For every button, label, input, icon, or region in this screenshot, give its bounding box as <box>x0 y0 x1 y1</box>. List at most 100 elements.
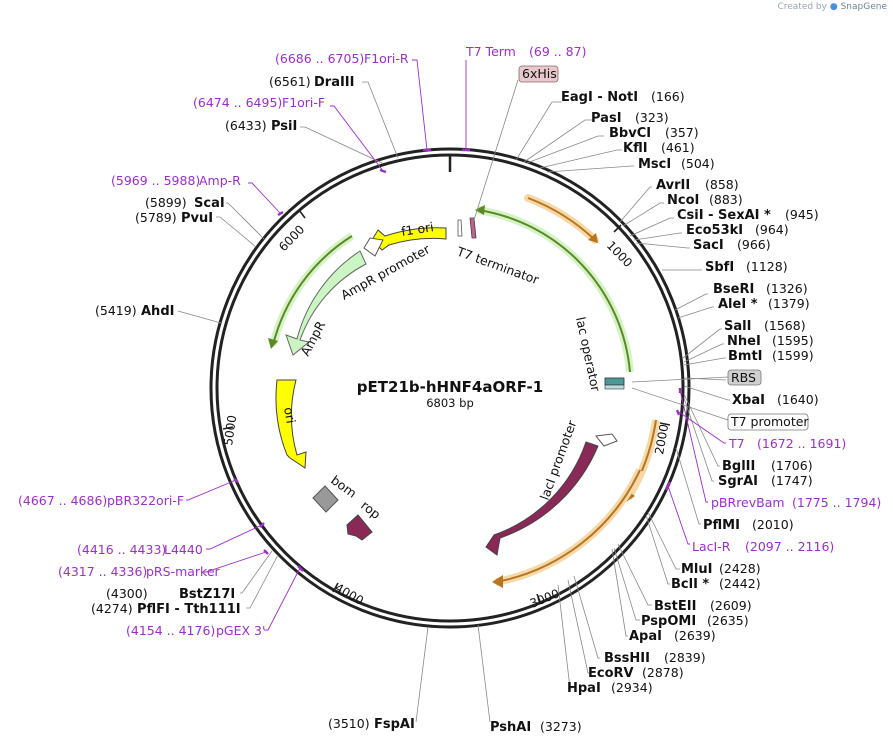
enzyme-pos: (2442) <box>719 576 761 591</box>
enzyme-pos: (6561) <box>269 74 311 89</box>
orf-arc-green-top-head <box>475 205 485 215</box>
enzyme-name: SgrAI <box>718 474 758 489</box>
enzyme-name: BclI * <box>671 577 709 592</box>
t7-terminator-feature <box>469 217 477 239</box>
his-tag-label: 6xHis <box>522 66 557 81</box>
ruler-5000: 5000 <box>221 414 239 446</box>
enzyme-name: BmtI <box>728 349 763 364</box>
ori-label: ori <box>281 406 299 425</box>
enzyme-name: PflFI - Tth111I <box>137 602 241 617</box>
enzyme-name: EagI - NotI <box>561 90 638 105</box>
enzyme-pos: (504) <box>681 156 715 171</box>
primer-leader-lines <box>186 59 726 631</box>
enzyme-name: PsiI <box>271 119 297 134</box>
enzyme-pos: (2635) <box>707 613 749 628</box>
enzyme-name: ApaI <box>629 629 662 644</box>
rop-label: rop <box>358 498 383 522</box>
enzyme-pos: (3510) <box>328 716 370 731</box>
enzyme-pos: (2010) <box>752 517 794 532</box>
enzyme-name: DraIII <box>314 75 355 90</box>
enzyme-name: PasI <box>591 111 622 126</box>
enzyme-pos: (1706) <box>771 458 813 473</box>
enzyme-pos: (1747) <box>771 473 813 488</box>
enzyme-pos: (323) <box>635 110 669 125</box>
enzyme-pos: (461) <box>661 140 695 155</box>
ampr-feature <box>285 250 367 356</box>
lac-operator-feature <box>604 377 625 386</box>
primer-name: L4440 <box>164 542 203 557</box>
enzyme-pos: (1599) <box>772 348 814 363</box>
primer-range: (6686 .. 6705) <box>275 51 364 66</box>
orf-arc-top-right-core <box>527 197 596 241</box>
enzyme-name: MscI <box>638 157 671 172</box>
enzyme-pos: (1379) <box>768 296 810 311</box>
orf-arc-green-top <box>477 206 634 373</box>
primer-name: pBRrevBam <box>711 495 785 510</box>
enzyme-name: NcoI <box>667 193 699 208</box>
primer-range: (6474 .. 6495) <box>193 95 282 110</box>
primer-name: pBR322ori-F <box>107 493 184 508</box>
primer-range: (4154 .. 4176) <box>126 623 215 638</box>
primer-name: T7 <box>728 436 745 451</box>
enzyme-pos: (4274) <box>91 601 133 616</box>
enzyme-name: PshAI <box>490 720 531 735</box>
enzyme-pos: (357) <box>665 125 699 140</box>
ruler-1000: 1000 <box>604 238 635 270</box>
enzyme-pos: (2609) <box>710 598 752 613</box>
enzyme-leader-lines <box>177 81 730 723</box>
orf-arc-bottom-head <box>492 575 503 588</box>
primer-name: pRS-marker <box>146 564 221 579</box>
enzyme-pos: (858) <box>705 177 739 192</box>
orf-arc-green-left-head <box>268 338 278 349</box>
laci-promoter-label: lacI promoter <box>537 417 580 502</box>
enzyme-name: AhdI <box>141 304 174 319</box>
primer-range: (69 .. 87) <box>529 44 586 59</box>
ori-feature <box>275 379 307 469</box>
enzyme-pos: (1128) <box>746 259 788 274</box>
enzyme-name: SbfI <box>705 260 734 275</box>
orf-arc-green-top-core <box>477 209 631 373</box>
ruler-ticks <box>222 209 671 605</box>
t7-promoter-leader <box>631 387 729 421</box>
enzyme-name: AleI * <box>718 297 758 312</box>
enzyme-pos: (1568) <box>764 318 806 333</box>
enzyme-name: SalI <box>724 319 751 334</box>
enzyme-pos: (6433) <box>225 118 267 133</box>
his-tag-box <box>518 65 559 83</box>
enzyme-name: Eco53kI <box>686 223 743 238</box>
credit-brand: SnapGene <box>840 2 887 12</box>
rbs-box <box>727 369 762 386</box>
enzyme-pos: (5789) <box>135 210 177 225</box>
lac-operator-label: lac operator <box>573 316 604 394</box>
enzyme-pos: (2839) <box>664 650 706 665</box>
enzyme-name: CsiI - SexAI * <box>677 208 771 223</box>
enzyme-pos: (966) <box>737 237 771 252</box>
primer-name: pGEX 3' <box>216 623 265 638</box>
enzyme-pos: (2428) <box>719 561 761 576</box>
enzyme-pos: (2639) <box>674 628 716 643</box>
bom-feature <box>312 485 339 513</box>
lac-operator-feature-2 <box>604 384 625 390</box>
primer-range: (4416 .. 4433) <box>77 542 166 557</box>
enzyme-pos: (964) <box>755 222 789 237</box>
rbs-leader <box>631 376 729 383</box>
t7-promoter-box <box>727 413 809 431</box>
primer-name: Amp-R <box>199 173 241 188</box>
enzyme-name: KflI <box>623 141 648 156</box>
primer-name: T7 Term <box>465 44 516 59</box>
enzyme-pos: (1640) <box>777 392 819 407</box>
snapgene-logo-icon: ● <box>829 2 838 12</box>
plasmid-size: 6803 bp <box>426 396 474 410</box>
t7-terminator-feature-2 <box>457 219 463 237</box>
enzyme-name: EcoRV <box>588 666 634 681</box>
t7-promoter-label: T7 promoter <box>730 414 809 429</box>
enzyme-name: MluI <box>681 562 712 577</box>
enzyme-name: XbaI <box>732 393 765 408</box>
enzyme-pos: (1326) <box>766 281 808 296</box>
enzyme-name: FspAI <box>374 717 415 732</box>
primer-range: (4667 .. 4686) <box>18 493 107 508</box>
enzyme-name: ScaI <box>194 196 225 211</box>
enzyme-name: BseRI <box>713 282 754 297</box>
enzyme-pos: (5899) <box>145 195 187 210</box>
